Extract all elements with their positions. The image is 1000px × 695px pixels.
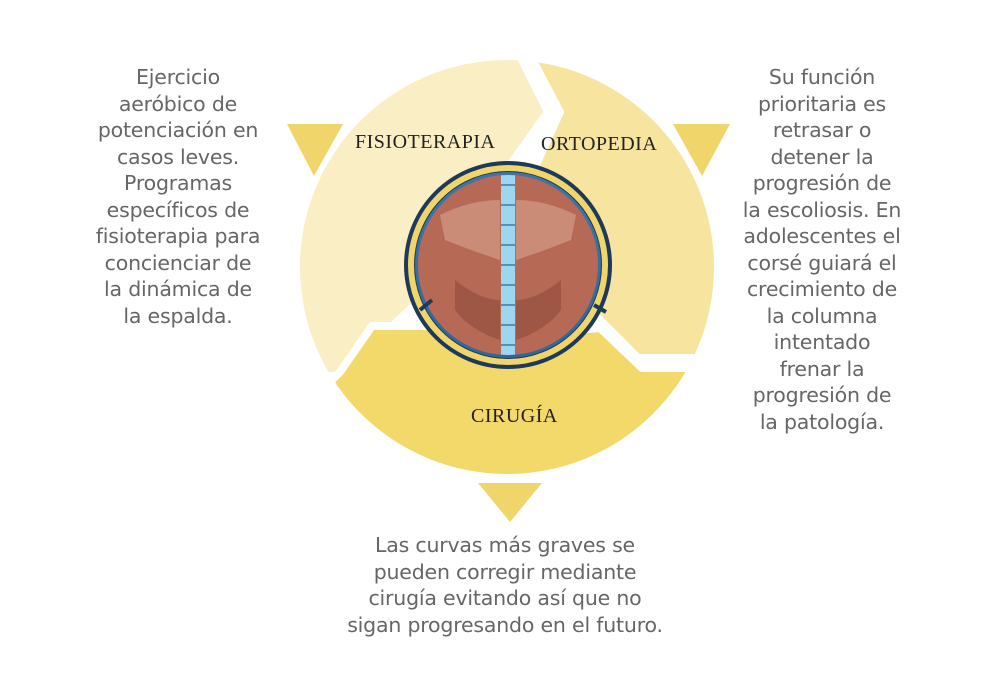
description-line: cirugía evitando así que no [368,586,642,610]
description-line: casos leves. [116,144,240,169]
description-line: concienciar de [104,250,252,275]
description-line: Programas [124,171,232,195]
arrow-triangle-bottom [478,483,542,522]
description-line: la escoliosis. En [742,197,902,222]
description-line: la patología. [759,409,885,434]
description-line: progresión de [752,383,892,407]
description-line: fisioterapia para [95,224,261,248]
description-line: aeróbico de [118,91,238,116]
description-line: pueden corregir mediante [373,559,637,584]
description-line: la columna [766,303,878,328]
description-line: intentado [773,330,871,354]
arrow-triangle-right [673,124,730,176]
description-line: frenar la [779,356,865,381]
description-line: la espalda. [123,303,233,328]
description-line: corsé guiará el [747,250,897,275]
description-line: potenciación en [97,118,259,142]
description-line: prioritaria es [757,91,887,116]
description-line: retrasar o [772,118,872,142]
segment-label-fisioterapia: FISIOTERAPIA [355,131,496,153]
description-line: Ejercicio [136,65,220,89]
description-line: progresión de [752,171,892,195]
description-line: Las curvas más graves se [375,533,635,557]
segment-label-ortopedia: ORTOPEDIA [541,133,658,155]
segment-label-cirugia: CIRUGÍA [471,405,558,427]
description-line: detener la [770,144,874,169]
description-line: específicos de [106,197,250,222]
spine-image [404,161,612,369]
description-line: Su función [768,65,876,89]
arrow-triangle-left [287,124,343,176]
description-line: crecimiento de [746,277,898,301]
description-line: adolescentes el [743,224,901,248]
description-line: la dinámica de [104,277,252,301]
description-line: sigan progresando en el futuro. [347,612,663,637]
